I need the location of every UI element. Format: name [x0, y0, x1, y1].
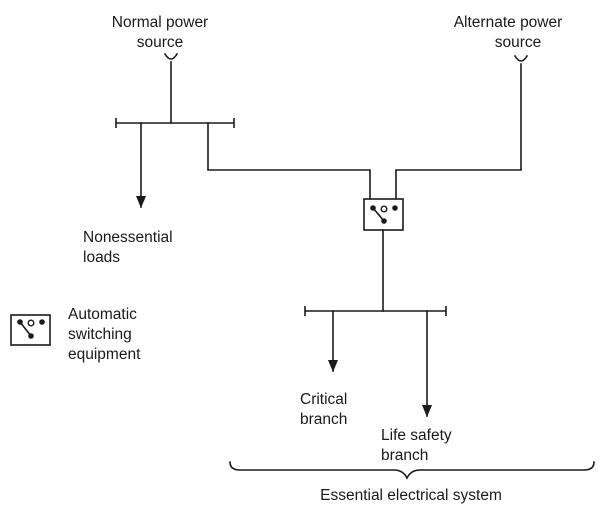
life-safety-branch-label-line1: Life safety	[381, 427, 452, 444]
alternate-source-feeder	[395, 63, 522, 201]
critical-branch-label-line1: Critical	[300, 391, 347, 408]
alternate-source-terminal	[513, 54, 529, 62]
normal-to-switch-feeder	[207, 122, 371, 201]
normal-source-label-line1: Normal power	[112, 14, 208, 31]
essential-system-bracket	[229, 461, 595, 480]
alternate-source-label-line1: Alternate power	[454, 14, 563, 31]
legend-label-line2: switching	[68, 326, 132, 343]
normal-source-label-line2: source	[137, 34, 184, 51]
legend-label-line1: Automatic	[68, 306, 137, 323]
legend-label-line3: equipment	[68, 346, 141, 363]
critical-branch-label-line2: branch	[300, 411, 347, 428]
automatic-switch-icon	[363, 198, 404, 231]
legend-switch-icon	[10, 314, 51, 346]
alternate-source-label-line2: source	[495, 34, 542, 51]
essential-system-label: Essential electrical system	[320, 487, 502, 504]
nonessential-label-line2: loads	[83, 249, 120, 266]
nonessential-label-line1: Nonessential	[83, 229, 173, 246]
normal-source-terminal	[163, 52, 179, 60]
life-safety-branch-label-line2: branch	[381, 447, 428, 464]
